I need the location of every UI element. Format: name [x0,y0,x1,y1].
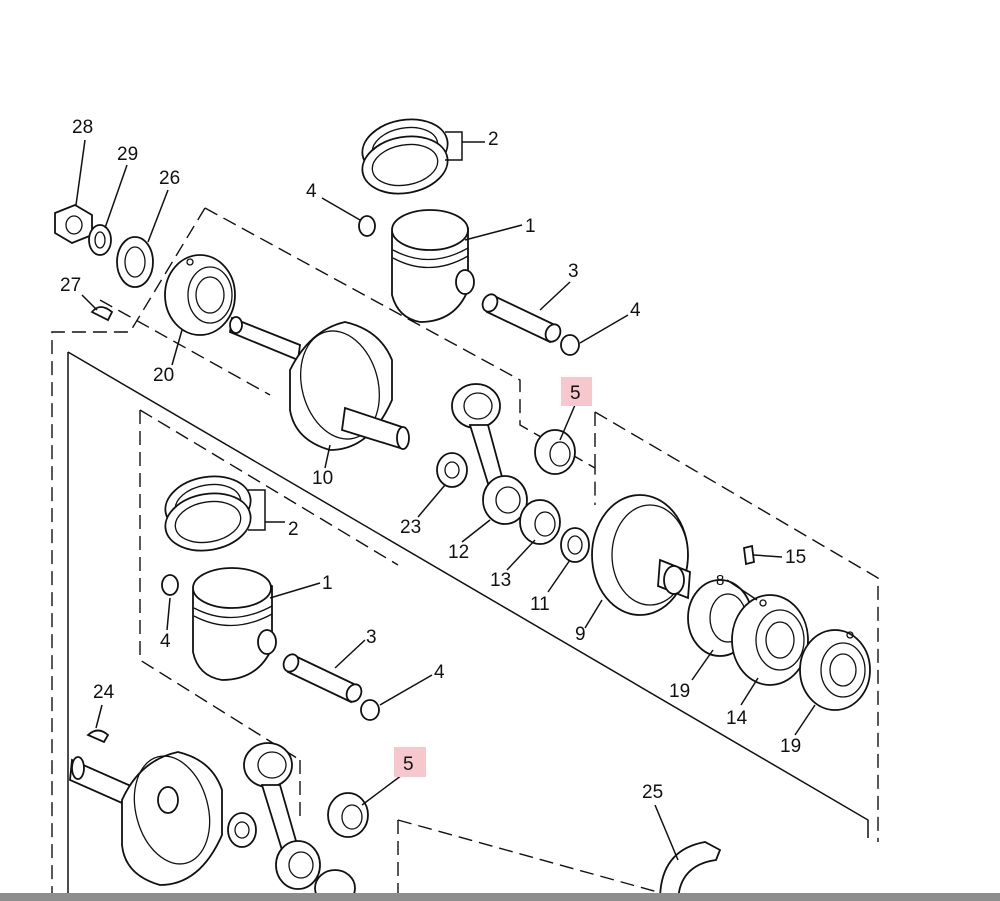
callout-20: 20 [153,365,174,386]
callout-4-lower-left: 4 [160,631,171,652]
upper-circlip-right [560,334,580,356]
crank-web-9 [591,494,691,616]
upper-circlip-left [358,215,376,237]
woodruff-key-24 [86,729,110,744]
callout-4-lower-right: 4 [434,662,445,683]
lower-connecting-rod [243,742,321,890]
callout-25: 25 [642,782,663,803]
callout-27: 27 [60,275,81,296]
callout-5-upper: 5 [570,383,581,404]
callout-2-lower: 2 [288,519,299,540]
frame-lines [67,351,869,901]
callout-4-upper-right: 4 [630,300,641,321]
ring-25 [659,841,722,901]
callout-11: 11 [530,594,550,615]
callout-26: 26 [159,168,180,189]
callout-8: 8 [716,572,724,589]
connecting-rod-12 [451,383,528,525]
callout-5-lower: 5 [403,754,414,775]
callout-13: 13 [490,570,511,591]
lower-crankshaft [69,751,223,886]
upper-piston-rings [361,118,449,195]
leader-lines [75,131,816,861]
nut-28 [54,204,93,244]
callout-2-upper: 2 [488,129,499,150]
callout-29: 29 [117,144,138,165]
callout-3-upper: 3 [568,261,579,282]
crankshaft-10 [229,316,410,451]
washer-29 [88,224,112,256]
upper-piston-pin [481,293,562,344]
highlight-box-5-lower [394,747,426,777]
callout-9: 9 [575,624,586,645]
pin-15 [743,544,755,566]
washer-11 [560,527,590,563]
callout-3-lower: 3 [366,627,377,648]
bearing-20 [164,254,236,336]
lower-piston [192,567,277,681]
needle-bearing-5-upper [534,429,576,475]
callout-10: 10 [312,468,333,489]
woodruff-key-27 [90,306,114,322]
needle-bearing-5-lower [327,792,369,838]
bearing-19-right [799,629,871,711]
callout-28: 28 [72,117,93,138]
upper-piston [391,209,475,323]
callout-19-right: 19 [780,736,801,757]
lower-piston-pin [282,653,363,704]
callout-19-left: 19 [669,681,690,702]
highlight-box-5-upper [561,377,592,406]
lower-piston-rings [164,475,252,552]
center-bearing-14 [731,594,809,686]
callout-15: 15 [785,547,806,568]
lower-washer [227,812,257,848]
lower-circlip-left [161,574,179,596]
assembly-outlines [51,207,879,901]
lower-circlip-right [360,699,380,721]
window-bottom-bar [0,893,1000,901]
needle-bearing-13 [519,499,561,545]
callout-4-upper-left: 4 [306,181,317,202]
callout-24: 24 [93,682,115,703]
washer-23 [436,452,468,488]
callout-1-upper: 1 [525,216,536,237]
callout-14: 14 [726,708,748,729]
callout-1-lower: 1 [322,573,333,594]
callout-labels: 28 29 26 27 20 10 2 4 1 3 4 5 23 12 13 1… [60,117,806,803]
callout-23: 23 [400,517,421,538]
oil-seal-26 [116,236,154,288]
callout-12: 12 [448,542,469,563]
